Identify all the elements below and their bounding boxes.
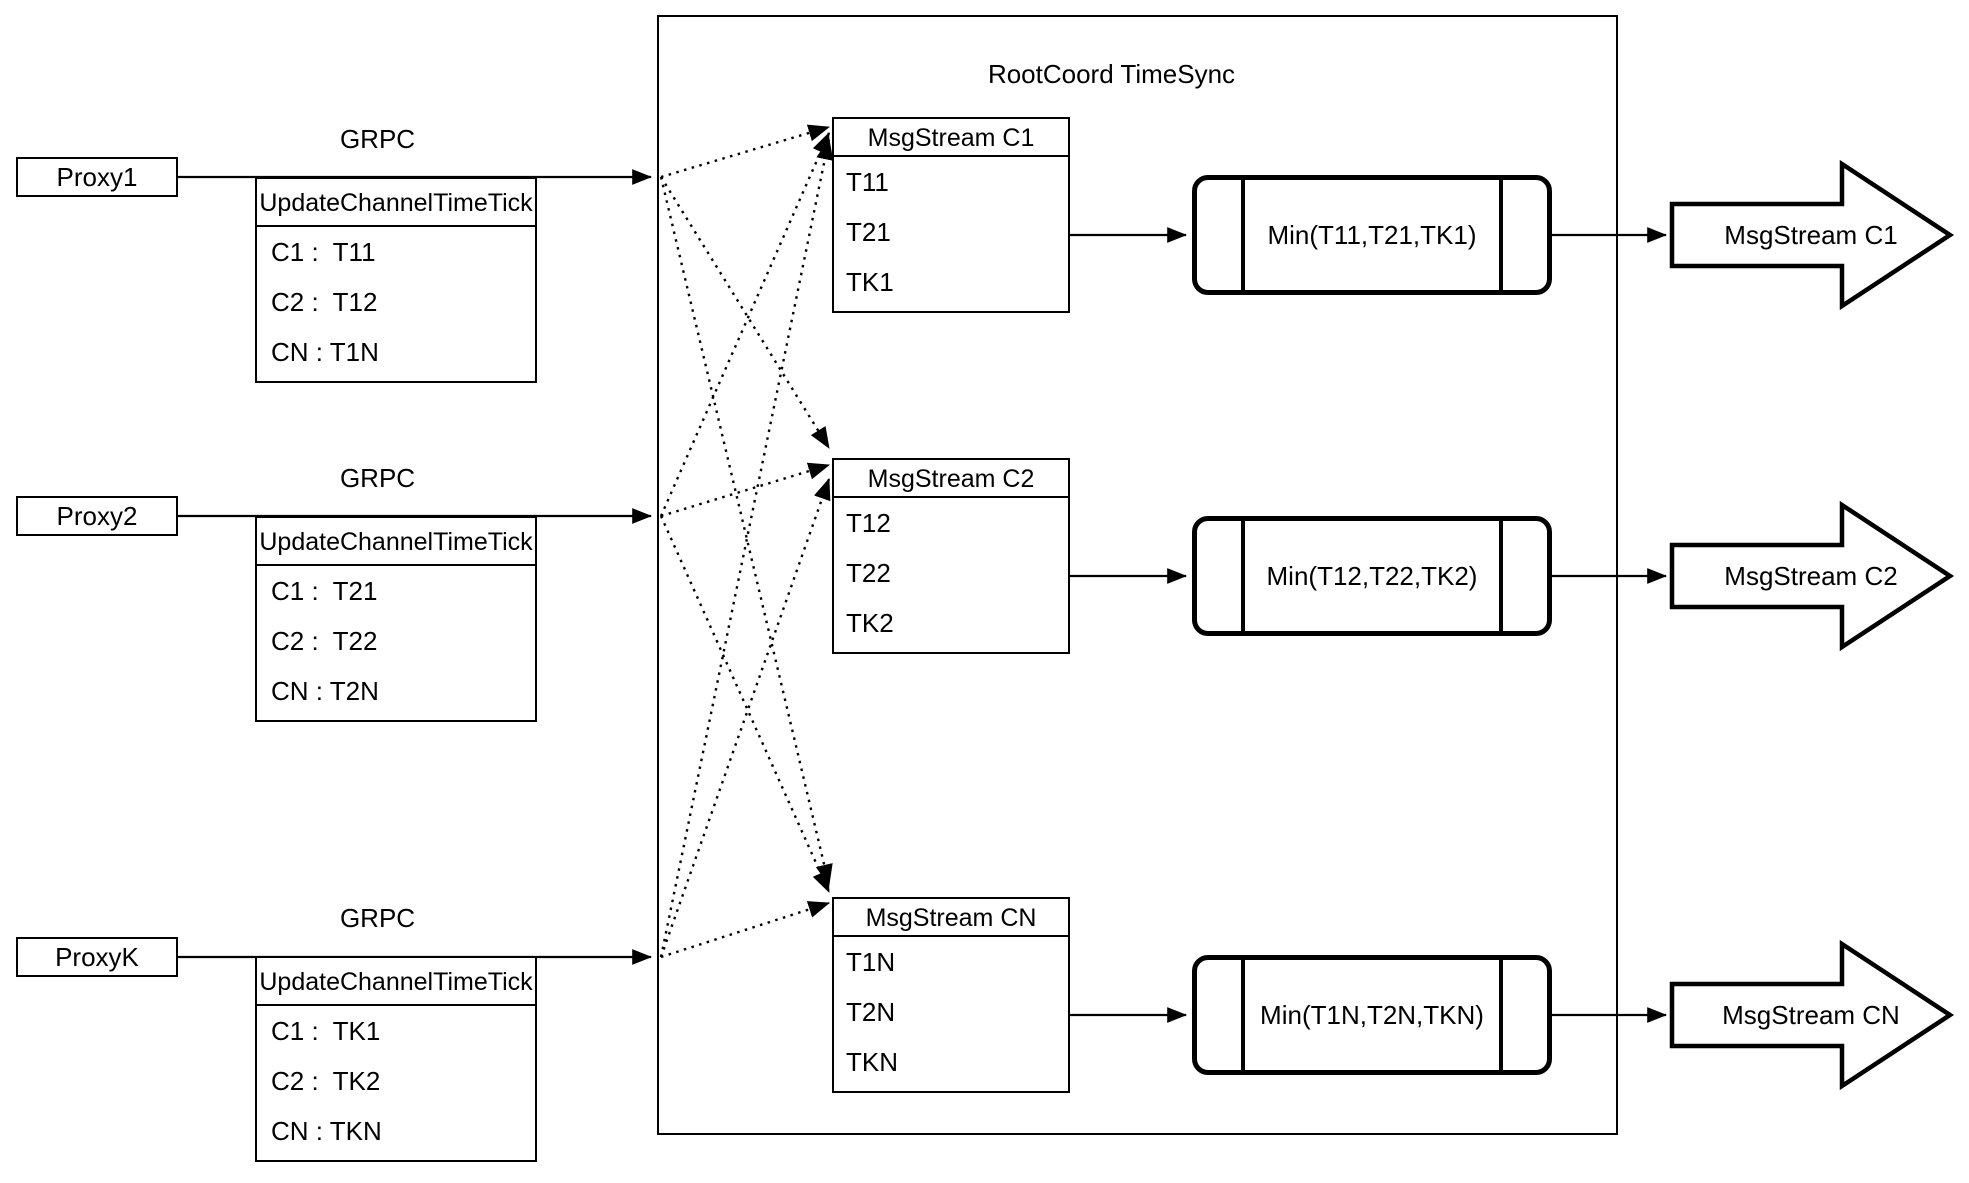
proxy-label: Proxy2 <box>56 500 138 531</box>
table-row: T11 <box>846 167 889 197</box>
table-row: C1 : T21 <box>271 576 378 606</box>
table-row: C2 : T12 <box>271 287 378 317</box>
output-arrow-shape <box>1669 159 1955 311</box>
stream-to-min-connectors <box>1070 227 1187 1023</box>
min-label: Min(T11,T21,TK1) <box>1267 219 1477 250</box>
divider <box>1241 180 1245 290</box>
output-block-arrows <box>1669 159 1955 1091</box>
table-row: CN : T1N <box>271 337 379 367</box>
min-node-c1: Min(T11,T21,TK1) <box>1192 175 1552 295</box>
output-arrow-label-cn: MsgStream CN <box>1722 1000 1900 1030</box>
table-row: T12 <box>846 508 891 538</box>
table-row: T21 <box>846 217 891 247</box>
divider <box>1499 180 1503 290</box>
table-row: T1N <box>846 947 896 977</box>
update-channel-timetick-table-1: UpdateChannelTimeTick C1 : T11 C2 : T12 … <box>255 177 537 383</box>
proxy-box-k: ProxyK <box>16 937 178 977</box>
table-row: TKN <box>846 1047 898 1077</box>
output-arrow-shape <box>1669 939 1955 1091</box>
grpc-label-k: GRPC <box>339 903 416 933</box>
divider <box>1499 521 1503 631</box>
min-label: Min(T1N,T2N,TKN) <box>1260 999 1484 1030</box>
msgstream-table-c1: MsgStream C1 T11 T21 TK1 <box>832 117 1070 313</box>
output-arrow-label-c1: MsgStream C1 <box>1724 220 1898 250</box>
divider <box>1241 521 1245 631</box>
table-header: MsgStream CN <box>834 899 1068 937</box>
table-row: TK1 <box>846 267 894 297</box>
proxy-box-1: Proxy1 <box>16 157 178 197</box>
min-node-c2: Min(T12,T22,TK2) <box>1192 516 1552 636</box>
min-label: Min(T12,T22,TK2) <box>1266 560 1478 591</box>
proxy-label: Proxy1 <box>56 161 138 192</box>
rootcoord-title: RootCoord TimeSync <box>987 59 1236 89</box>
table-row: CN : T2N <box>271 676 379 706</box>
fanout-dotted-arrows <box>659 124 834 959</box>
proxy-box-2: Proxy2 <box>16 496 178 536</box>
table-header: UpdateChannelTimeTick <box>257 518 535 566</box>
table-header: MsgStream C2 <box>834 460 1068 498</box>
min-to-output-connectors <box>1552 227 1667 1023</box>
table-header: UpdateChannelTimeTick <box>257 179 535 227</box>
grpc-label-2: GRPC <box>339 463 416 493</box>
table-header: MsgStream C1 <box>834 119 1068 157</box>
divider <box>1499 960 1503 1070</box>
table-row: TK2 <box>846 608 894 638</box>
output-arrow-label-c2: MsgStream C2 <box>1724 561 1898 591</box>
msgstream-table-c2: MsgStream C2 T12 T22 TK2 <box>832 458 1070 654</box>
table-row: CN : TKN <box>271 1116 382 1146</box>
table-row: T22 <box>846 558 891 588</box>
divider <box>1241 960 1245 1070</box>
table-row: C1 : T11 <box>271 237 376 267</box>
table-row: T2N <box>846 997 896 1027</box>
table-row: C2 : T22 <box>271 626 378 656</box>
table-row: C1 : TK1 <box>271 1016 381 1046</box>
msgstream-table-cn: MsgStream CN T1N T2N TKN <box>832 897 1070 1093</box>
min-node-cn: Min(T1N,T2N,TKN) <box>1192 955 1552 1075</box>
table-header: UpdateChannelTimeTick <box>257 958 535 1006</box>
grpc-label-1: GRPC <box>339 124 416 154</box>
update-channel-timetick-table-2: UpdateChannelTimeTick C1 : T21 C2 : T22 … <box>255 516 537 722</box>
update-channel-timetick-table-k: UpdateChannelTimeTick C1 : TK1 C2 : TK2 … <box>255 956 537 1162</box>
table-row: C2 : TK2 <box>271 1066 381 1096</box>
proxy-label: ProxyK <box>55 941 139 972</box>
output-arrow-shape <box>1669 500 1955 652</box>
